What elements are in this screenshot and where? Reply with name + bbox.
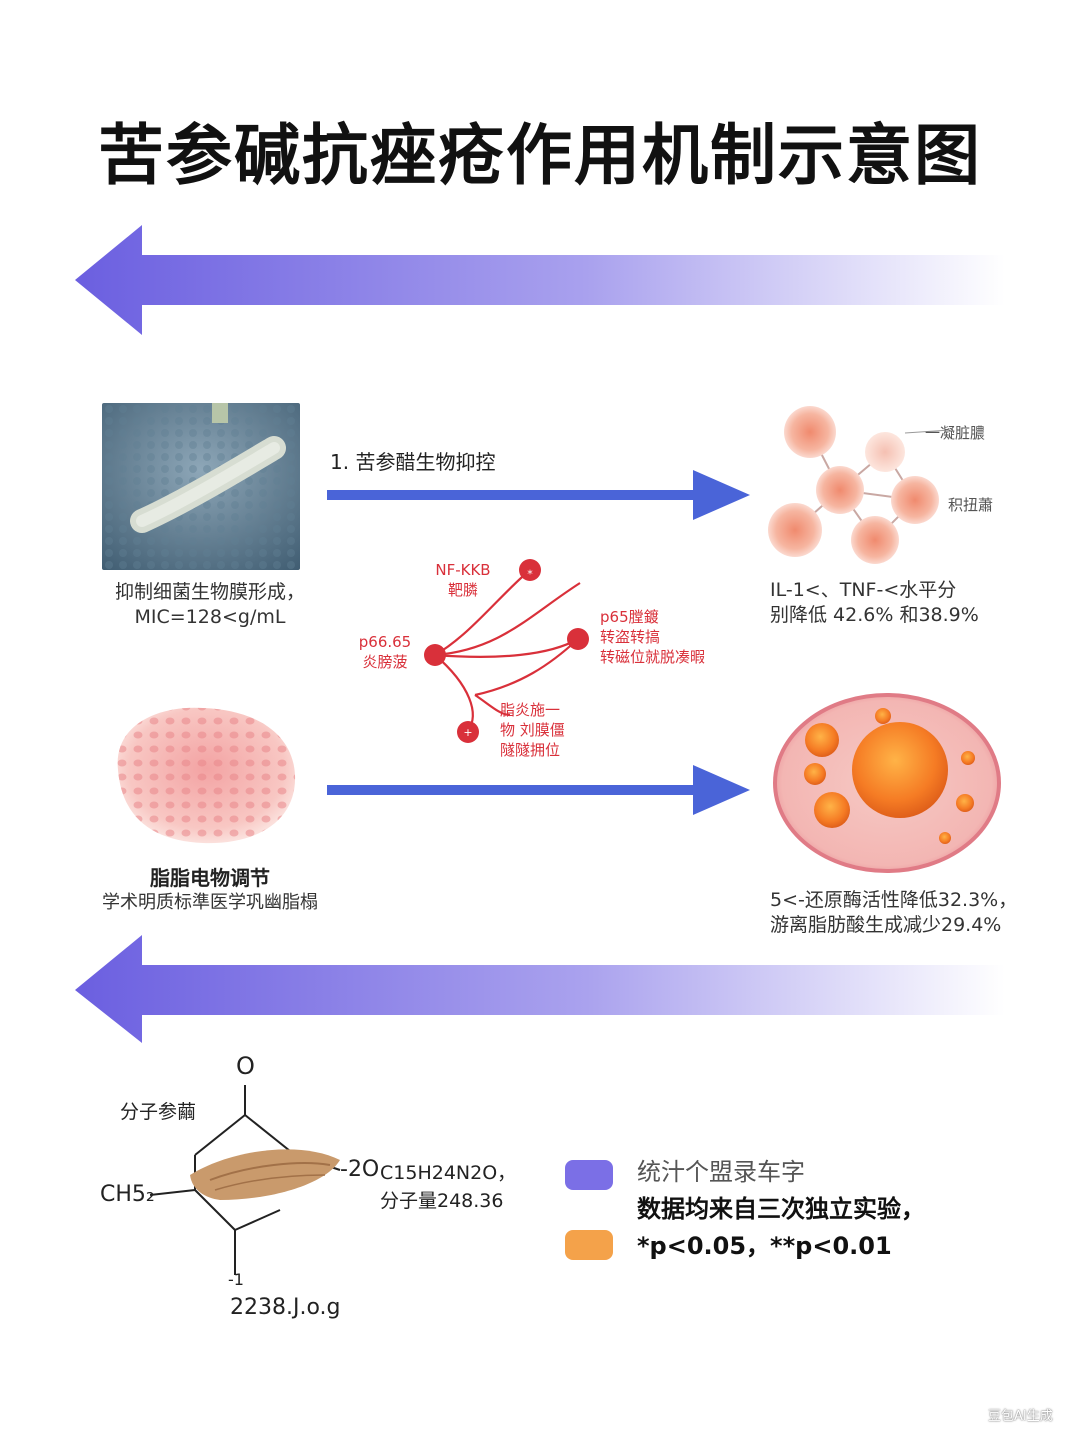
bottom-node-label-line2: 物 刘膜僵 — [500, 721, 565, 739]
cell-label-b: 积扭蕭 — [948, 496, 994, 514]
nfkb-label: NF-KKB 靶膦 — [420, 560, 506, 600]
molecule-weight: 分子量248.36 — [380, 1190, 504, 1212]
legend-item-2: 数据均来自三次独立实验， — [637, 1195, 925, 1223]
bottom-node — [457, 721, 479, 743]
p65-label: p65膛鍍 转盗转搞 转磁位就脱凑暇 — [600, 607, 705, 667]
biofilm-caption-line2: MIC=128<g/mL — [134, 606, 286, 628]
bottom-node-label-line1: 脂炎施一 — [500, 701, 561, 719]
p66-label-line2: 炎膀菠 — [362, 653, 408, 671]
p66-node — [424, 644, 446, 666]
lipid-caption-bold: 脂脂电物调节 — [150, 866, 270, 890]
nfkb-label-line1: NF-KKB — [435, 561, 491, 579]
reductase-caption-line2: 游离脂肪酸生成减少29.4% — [770, 914, 1002, 936]
p65-label-line2: 转盗转搞 — [600, 628, 661, 646]
legend-purple-swatch — [565, 1160, 613, 1190]
cell-label-a: 一凝脏膿 — [925, 424, 986, 442]
lipid-caption-sub: 学术明质标準医学巩幽脂榻 — [102, 892, 318, 913]
watermark: 豆包AI生成 — [988, 1409, 1053, 1424]
molecule-formula: C15H24N2O， — [380, 1162, 517, 1184]
p65-node — [567, 628, 589, 650]
svg-text:⁎: ⁎ — [527, 564, 533, 577]
nfkb-pathway-diagram: ⁎ + — [424, 559, 589, 743]
immune-cells-image — [768, 406, 951, 564]
legend-item-3: *p<0.05，**p<0.01 — [637, 1232, 892, 1260]
molecule-o-right: -2O — [340, 1157, 380, 1182]
cytokine-caption-line1: IL-1<、TNF-<水平分 — [770, 579, 957, 601]
legend-item-1: 统汁个盟录车字 — [637, 1158, 805, 1186]
arrow-top-label: 1. 苦参醋生物抑控 — [330, 450, 496, 474]
cytokine-caption-line2: 别降低 42.6% 和38.9% — [770, 604, 979, 626]
molecule-o-top: O — [236, 1052, 255, 1080]
bottom-gradient-arrow — [75, 935, 1005, 1043]
bacteria-biofilm-image — [102, 403, 300, 570]
molecule-structure — [150, 1085, 341, 1275]
top-gradient-arrow — [75, 225, 1005, 335]
sebocyte-cell-image — [773, 693, 1001, 873]
p66-label: p66.65 炎膀菠 — [352, 632, 418, 672]
cytokine-caption: IL-1<、TNF-<水平分 别降低 42.6% 和38.9% — [770, 578, 1010, 628]
molecule-label: 分子参繭 — [120, 1101, 197, 1123]
molecule-bottom-label: 2238.J.o.g — [230, 1295, 341, 1320]
top-blue-arrow — [327, 470, 750, 520]
bottom-node-label-line3: 隧隧拥位 — [500, 741, 561, 759]
mid-blue-arrow — [327, 765, 750, 815]
sebaceous-gland-image — [117, 707, 296, 844]
molecule-mark: -1 — [228, 1270, 244, 1289]
svg-text:+: + — [463, 726, 472, 739]
reductase-caption-line1: 5<-还原酶活性降低32.3%， — [770, 889, 1018, 911]
nfkb-node — [519, 559, 541, 581]
p65-label-line1: p65膛鍍 — [600, 608, 659, 626]
reductase-caption: 5<-还原酶活性降低32.3%， 游离脂肪酸生成减少29.4% — [770, 888, 1020, 938]
seed-image — [190, 1149, 340, 1200]
biofilm-caption-line1: 抑制细菌生物膜形成， — [114, 581, 305, 603]
page-title: 苦参碱抗痤疮作用机制示意图 — [98, 117, 982, 194]
biofilm-caption: 抑制细菌生物膜形成， MIC=128<g/mL — [100, 580, 320, 630]
p66-label-line1: p66.65 — [358, 633, 412, 651]
p65-label-line3: 转磁位就脱凑暇 — [600, 648, 706, 666]
nfkb-label-line2: 靶膦 — [447, 581, 478, 599]
legend-orange-swatch — [565, 1230, 613, 1260]
bottom-node-label: 脂炎施一 物 刘膜僵 隧隧拥位 — [500, 700, 565, 760]
molecule-ch: CH5₂ — [100, 1182, 155, 1207]
